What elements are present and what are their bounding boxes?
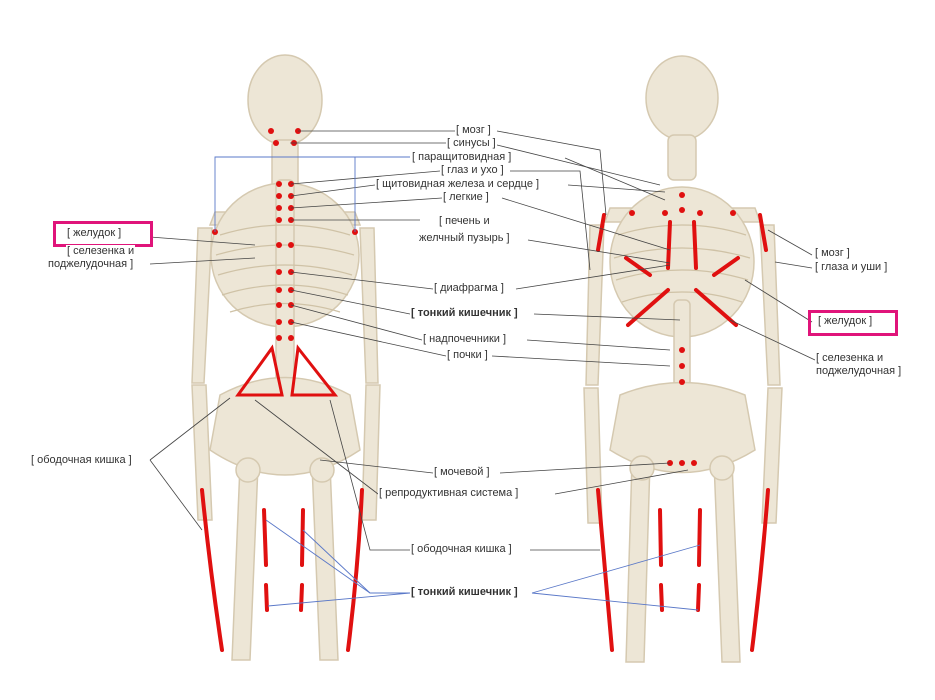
label-colon: [ ободочная кишка ] xyxy=(410,543,513,556)
label-diaphragm: [ диафрагма ] xyxy=(433,282,505,295)
label-stomach-left: [ желудок ] xyxy=(66,227,123,240)
leader-lines xyxy=(149,130,816,551)
label-bladder: [ мочевой ] xyxy=(433,466,491,479)
colon-zone-left xyxy=(235,344,284,397)
front-view-skeleton xyxy=(583,55,783,663)
label-stomach-right: [ желудок ] xyxy=(817,315,874,328)
label-spleen-right-line2: поджелудочная ] xyxy=(815,365,903,378)
label-eye-ear: [ глаз и ухо ] xyxy=(440,164,505,177)
label-eyes-ears-right: [ глаза и уши ] xyxy=(814,261,889,274)
label-parathyroid: [ паращитовидная ] xyxy=(411,151,513,164)
stomach-highlight-right xyxy=(808,310,898,336)
label-small-intestine-2: [ тонкий кишечник ] xyxy=(410,586,519,599)
label-liver-line2: желчный пузырь ] xyxy=(418,232,511,245)
label-liver-line1: [ печень и xyxy=(438,215,491,228)
label-kidneys: [ почки ] xyxy=(446,349,489,362)
label-colon-left: [ ободочная кишка ] xyxy=(30,454,133,467)
colon-zone-right xyxy=(290,344,339,397)
reflex-markers xyxy=(212,128,736,466)
label-sinuses: [ синусы ] xyxy=(446,137,497,150)
back-view-skeleton xyxy=(191,54,381,661)
label-adrenals: [ надпочечники ] xyxy=(422,333,508,346)
label-spleen-left-line2: поджелудочная ] xyxy=(47,258,135,271)
label-small-intestine: [ тонкий кишечник ] xyxy=(410,307,519,320)
label-spleen-right-line1: [ селезенка и xyxy=(815,352,885,365)
reflex-lines xyxy=(200,213,770,652)
label-brain: [ мозг ] xyxy=(455,124,492,137)
label-spleen-left-line1: [ селезенка и xyxy=(66,245,136,258)
blue-leader-lines xyxy=(214,156,701,611)
label-reproductive: [ репродуктивная система ] xyxy=(378,487,520,500)
label-thyroid-heart: [ щитовидная железа и сердце ] xyxy=(375,178,541,191)
label-lungs: [ легкие ] xyxy=(442,191,490,204)
label-brain-right: [ мозг ] xyxy=(814,247,851,260)
